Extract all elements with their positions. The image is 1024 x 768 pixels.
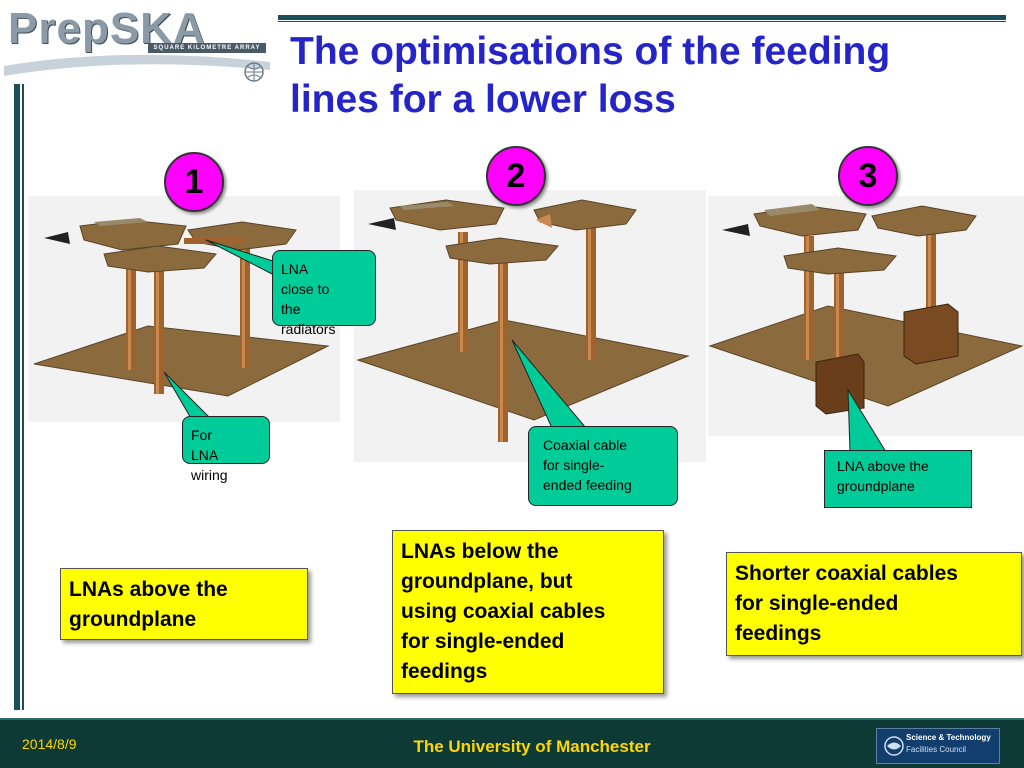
callout-lna-close-to-radiators: LNA close to the radiators: [272, 250, 376, 337]
stfc-logo-line1: Science & Technology: [906, 733, 991, 742]
header-rule-thin: [278, 21, 1006, 22]
callout-line: LNA: [191, 447, 219, 463]
stfc-emblem-icon: [884, 736, 904, 756]
antenna-model-3-image: [708, 196, 1024, 436]
callout-coaxial-cable: Coaxial cable for single- ended feeding: [528, 426, 678, 506]
callout-line: LNA above the: [837, 458, 929, 474]
stfc-logo: [876, 728, 1000, 764]
callout-line: For: [191, 427, 212, 443]
summary-line: using coaxial cables: [401, 600, 606, 623]
antenna-model-2-image: [354, 190, 706, 462]
callout-line: close to: [281, 281, 330, 297]
callout-line: LNA: [281, 261, 309, 277]
callout-line: for single-: [543, 457, 605, 473]
footer-date: 2014/8/9: [22, 736, 77, 752]
callout-line: radiators: [281, 321, 336, 337]
title-line-1: The optimisations of the feeding: [290, 30, 891, 73]
summary-line: for single-ended: [735, 592, 899, 615]
summary-box-3: Shorter coaxial cables for single-ended …: [726, 552, 1022, 656]
callout-line: Coaxial cable: [543, 437, 628, 453]
panel-number-2: 2: [486, 146, 546, 206]
summary-box-2: LNAs below the groundplane, but using co…: [392, 530, 664, 694]
summary-box-1: LNAs above the groundplane: [60, 568, 308, 640]
summary-line: LNAs above the: [69, 578, 228, 601]
summary-line: groundplane: [69, 608, 197, 631]
left-accent-bar: [14, 84, 20, 710]
left-accent-bar-thin: [22, 84, 24, 710]
slide-title: The optimisations of the feeding lines f…: [290, 28, 1010, 124]
summary-line: for single-ended: [401, 630, 565, 653]
summary-line: groundplane, but: [401, 570, 573, 593]
footer-rule: [0, 718, 1024, 720]
callout-line: groundplane: [837, 478, 915, 494]
footer-institution: The University of Manchester: [413, 737, 651, 756]
panel-number-3: 3: [838, 146, 898, 206]
prepska-logo: [4, 6, 270, 82]
title-line-2: lines for a lower loss: [290, 78, 676, 121]
stfc-logo-line2: Facilities Council: [906, 745, 967, 754]
callout-line: the: [281, 301, 301, 317]
header-rule: [278, 15, 1006, 20]
summary-line: LNAs below the: [401, 540, 559, 563]
callout-lna-above-groundplane: LNA above the groundplane: [824, 450, 972, 508]
summary-line: feedings: [735, 622, 822, 645]
logo-subtitle: SQUARE KILOMETRE ARRAY: [148, 43, 266, 53]
footer-bar: [0, 720, 1024, 768]
summary-line: Shorter coaxial cables: [735, 562, 958, 585]
callout-line: ended feeding: [543, 477, 632, 493]
panel-number-1: 1: [164, 152, 224, 212]
callout-for-lna-wiring: For LNA wiring: [182, 416, 270, 483]
logo-swoosh-graphic: [4, 54, 270, 82]
summary-line: feedings: [401, 660, 488, 683]
callout-line: wiring: [191, 467, 228, 483]
